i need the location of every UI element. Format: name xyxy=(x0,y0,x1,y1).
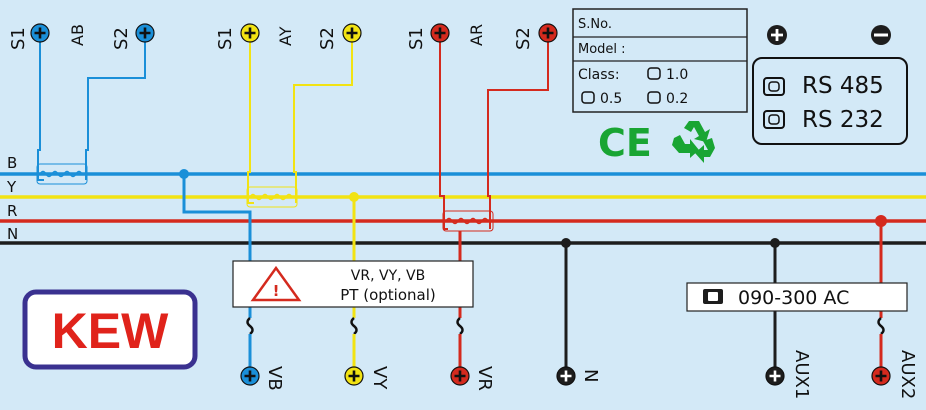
class-10-label: 1.0 xyxy=(666,67,688,83)
terminal-vr-label: VR xyxy=(474,366,495,391)
recycle-icon xyxy=(672,121,715,163)
s1-y-label: S1 xyxy=(215,27,236,50)
terminal-vb-label: VB xyxy=(264,366,285,391)
terminal-vb-icon[interactable] xyxy=(239,365,261,387)
ct-y-label: AY xyxy=(276,26,295,46)
class-05-checkbox[interactable] xyxy=(581,91,595,104)
terminal-vy-label: VY xyxy=(369,366,390,390)
warning-triangle-icon xyxy=(250,265,302,302)
line-n-label: N xyxy=(7,225,18,243)
voltage-wire-n xyxy=(561,238,571,368)
class-02-checkbox[interactable] xyxy=(647,91,661,104)
terminal-s2-b-icon[interactable] xyxy=(134,22,156,44)
ct-group-y: S1 AY S2 xyxy=(215,22,363,208)
class-02-label: 0.2 xyxy=(666,91,688,107)
s2-r-label: S2 xyxy=(513,27,534,50)
aux-supply-label: 090-300 AC xyxy=(738,287,849,309)
pt-voltages-label: VR, VY, VB xyxy=(351,268,425,284)
s2-y-label: S2 xyxy=(317,27,338,50)
rs485-label: RS 485 xyxy=(802,73,884,99)
warning-glyph: ! xyxy=(273,282,280,300)
terminal-aux1-cross xyxy=(769,370,781,382)
pt-optional-label: PT (optional) xyxy=(340,286,435,304)
terminal-n-cross xyxy=(560,370,572,382)
voltage-wire-b xyxy=(179,169,254,368)
terminal-vy-icon[interactable] xyxy=(343,365,365,387)
power-minus-icon xyxy=(871,25,891,45)
pt-box: ! VR, VY, VB PT (optional) xyxy=(232,260,474,308)
kew-logo-text: KEW xyxy=(52,303,169,359)
line-y-label: Y xyxy=(6,178,17,196)
terminal-s2-r-icon[interactable] xyxy=(537,22,559,44)
rs485-checkbox[interactable] xyxy=(763,77,785,96)
terminal-aux2-icon[interactable] xyxy=(870,365,892,387)
ct-b-label: AB xyxy=(68,24,87,46)
ce-mark: CE xyxy=(598,121,652,165)
line-b-label: B xyxy=(7,154,17,172)
rs232-label: RS 232 xyxy=(802,107,884,133)
terminal-s1-b-icon[interactable] xyxy=(29,22,51,44)
terminal-vr-icon[interactable] xyxy=(449,365,471,387)
ct-group-r: S1 AR S2 xyxy=(406,22,559,232)
terminal-aux1-label: AUX1 xyxy=(791,350,812,399)
info-box: S.No. Model : Class: 1.0 0.5 0.2 xyxy=(572,8,748,113)
model-label: Model : xyxy=(578,42,626,57)
aux-supply-box: 090-300 AC xyxy=(686,282,908,312)
ct-r-label: AR xyxy=(467,24,486,46)
terminal-n-label: N xyxy=(580,369,601,382)
class-05-label: 0.5 xyxy=(600,91,622,107)
terminal-s2-y-icon[interactable] xyxy=(341,22,363,44)
class-label: Class: xyxy=(578,67,620,83)
terminal-aux2-label: AUX2 xyxy=(897,350,918,399)
ct-group-b: S1 AB S2 xyxy=(8,22,156,185)
class-10-checkbox[interactable] xyxy=(647,67,661,80)
kew-logo: KEW xyxy=(22,289,198,370)
s2-b-label: S2 xyxy=(111,27,132,50)
power-plus-icon xyxy=(767,25,787,45)
sno-label: S.No. xyxy=(578,17,612,32)
terminal-s1-y-icon[interactable] xyxy=(239,22,261,44)
aux2-wire xyxy=(875,215,887,368)
s1-r-label: S1 xyxy=(406,27,427,50)
terminal-s1-r-icon[interactable] xyxy=(429,22,451,44)
comm-box: RS 485 RS 232 xyxy=(752,57,908,145)
line-r-label: R xyxy=(7,202,17,220)
rs232-checkbox[interactable] xyxy=(763,110,785,129)
s1-b-label: S1 xyxy=(8,27,29,50)
